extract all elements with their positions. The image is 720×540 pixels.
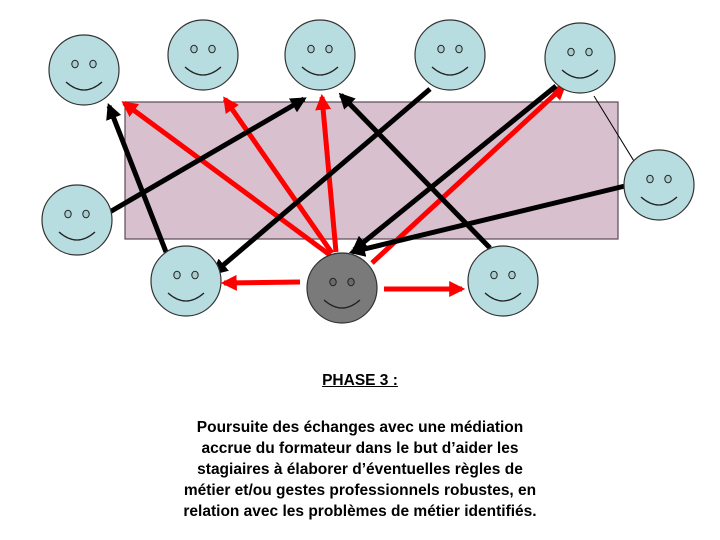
black-arrow-trainee-7-to-trainer xyxy=(348,183,626,257)
black-arrow-trainee-4-to-trainee-8 xyxy=(211,87,432,276)
trainee-smiley-icon xyxy=(167,19,239,91)
phase-title: PHASE 3 : xyxy=(322,372,398,389)
black-arrow-trainee-5-to-trainer xyxy=(351,84,558,253)
trainee-smiley-icon xyxy=(544,22,616,94)
red-arrow-trainer-to-trainee-8 xyxy=(220,274,301,291)
phase-description: Poursuite des échanges avec une médiatio… xyxy=(0,417,720,522)
trainee-smiley-icon xyxy=(467,245,539,317)
red-arrow-trainer-to-trainee-5 xyxy=(370,83,567,265)
trainer-smiley-icon xyxy=(306,252,378,324)
black-arrow-trainee-6-to-trainee-3 xyxy=(106,96,307,216)
description-line: accrue du formateur dans le but d’aider … xyxy=(201,440,519,457)
exchange-arrows xyxy=(106,83,638,298)
trainee-smiley-icon xyxy=(623,149,695,221)
trainee-smiley-icon xyxy=(150,245,222,317)
exchange-diagram xyxy=(41,19,695,324)
black-arrow-trainee-8-to-trainee-1 xyxy=(106,103,169,253)
trainee-smiley-icon xyxy=(48,34,120,106)
black-arrow-trainee-5-to-trainee-7 xyxy=(593,95,638,167)
trainee-smiley-icon xyxy=(414,19,486,91)
red-arrow-trainer-to-trainee-1 xyxy=(121,100,332,258)
meeting-table xyxy=(124,101,619,240)
trainee-smiley-icon xyxy=(284,19,356,91)
description-line: Poursuite des échanges avec une médiatio… xyxy=(196,419,524,436)
description-line: relation avec les problèmes de métier id… xyxy=(183,503,537,520)
participants xyxy=(41,19,695,324)
red-arrow-trainer-to-trainee-2 xyxy=(222,96,335,255)
description-line: stagiaires à élaborer d’éventuelles règl… xyxy=(197,461,523,478)
description-line: métier et/ou gestes professionnels robus… xyxy=(183,482,537,499)
trainee-smiley-icon xyxy=(41,184,113,256)
